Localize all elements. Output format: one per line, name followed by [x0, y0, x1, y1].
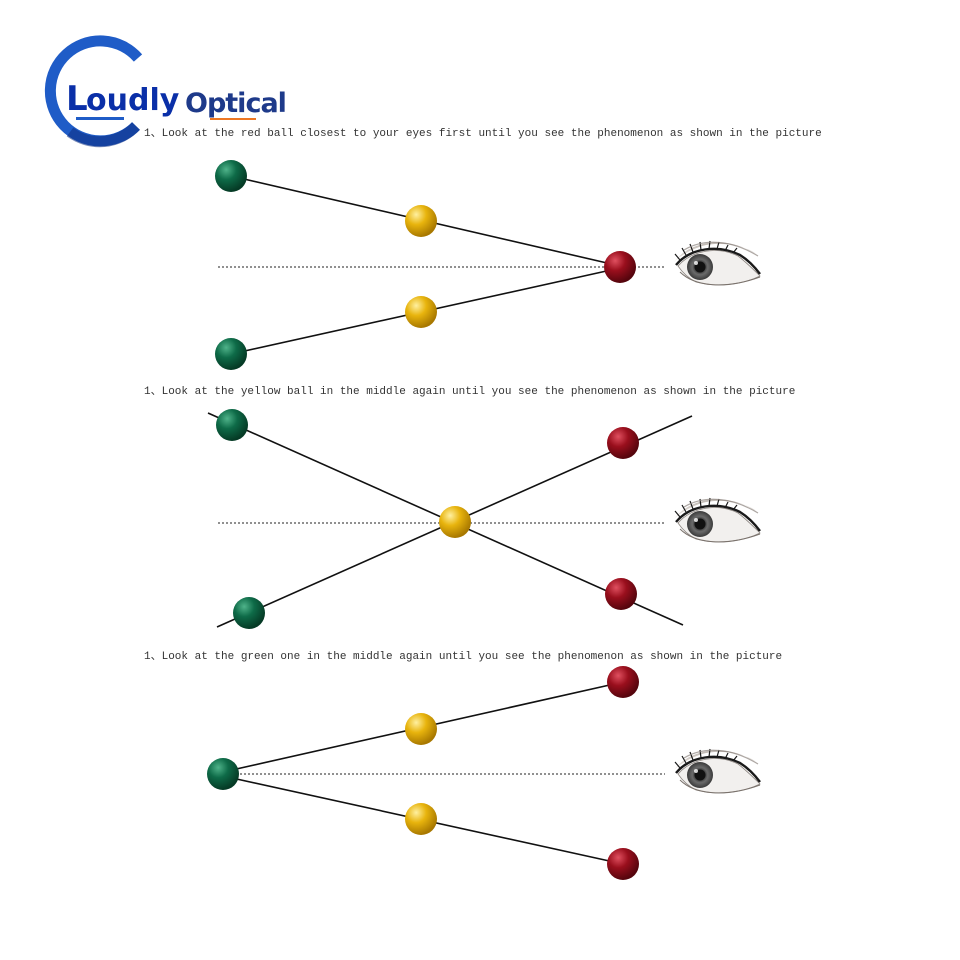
green-ball [207, 758, 239, 790]
green-ball [215, 338, 247, 370]
eye-icon [672, 239, 762, 287]
instruction-3: 1、Look at the green one in the middle ag… [144, 651, 782, 663]
panel-2: 1、Look at the yellow ball in the middle … [144, 386, 795, 629]
red-ball [605, 578, 637, 610]
yellow-ball [405, 296, 437, 328]
yellow-ball [405, 713, 437, 745]
eye-icon [672, 747, 762, 795]
logo-underline [76, 117, 124, 120]
green-ball [233, 597, 265, 629]
green-ball [215, 160, 247, 192]
yellow-ball [405, 205, 437, 237]
instruction-2: 1、Look at the yellow ball in the middle … [144, 386, 795, 398]
panel-3: 1、Look at the green one in the middle ag… [144, 651, 782, 880]
instruction-1: 1、Look at the red ball closest to your e… [144, 128, 822, 140]
red-ball [607, 848, 639, 880]
logo-ring-shadow [66, 122, 141, 148]
company-logo: L oudly Optical [44, 35, 287, 148]
logo-brand-part2: Optical [185, 88, 286, 119]
green-ball [216, 409, 248, 441]
eye-icon [672, 496, 762, 544]
logo-brand-part1: oudly [86, 83, 180, 118]
yellow-ball [405, 803, 437, 835]
red-ball [607, 666, 639, 698]
logo-letter-l: L [66, 79, 88, 119]
red-ball [607, 427, 639, 459]
yellow-ball [439, 506, 471, 538]
panel-1: 1、Look at the red ball closest to your e… [144, 128, 822, 370]
red-ball [604, 251, 636, 283]
logo-underline-accent [210, 118, 256, 120]
